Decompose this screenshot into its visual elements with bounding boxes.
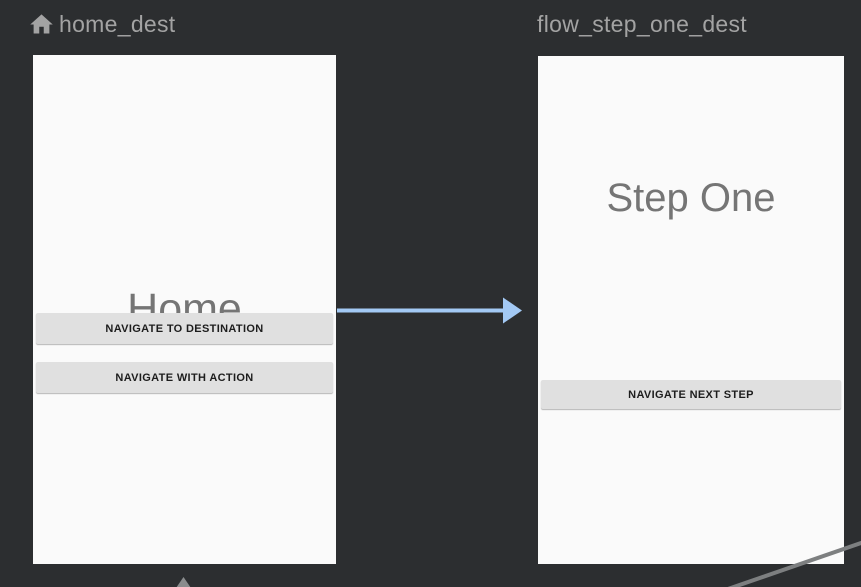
destination-header-label[interactable]: flow_step_one_dest (537, 10, 747, 37)
preview-button-navigate-with-action: NAVIGATE WITH ACTION (36, 362, 333, 393)
destination-header-flow-step-one[interactable]: flow_step_one_dest (537, 8, 747, 40)
destination-card-home[interactable]: Home NAVIGATE TO DESTINATION NAVIGATE WI… (33, 55, 336, 564)
destination-header-home[interactable]: home_dest (28, 8, 176, 40)
incoming-arrowhead[interactable] (176, 577, 191, 587)
home-icon (30, 13, 53, 33)
screen-title: Step One (606, 176, 776, 220)
action-arrow-head[interactable] (503, 297, 522, 324)
preview-button-navigate-next-step: NAVIGATE NEXT STEP (541, 380, 841, 409)
destination-card-flow-step-one[interactable]: Step One NAVIGATE NEXT STEP (538, 56, 844, 564)
preview-button-navigate-to-destination: NAVIGATE TO DESTINATION (36, 313, 333, 344)
destination-header-label[interactable]: home_dest (59, 10, 176, 37)
